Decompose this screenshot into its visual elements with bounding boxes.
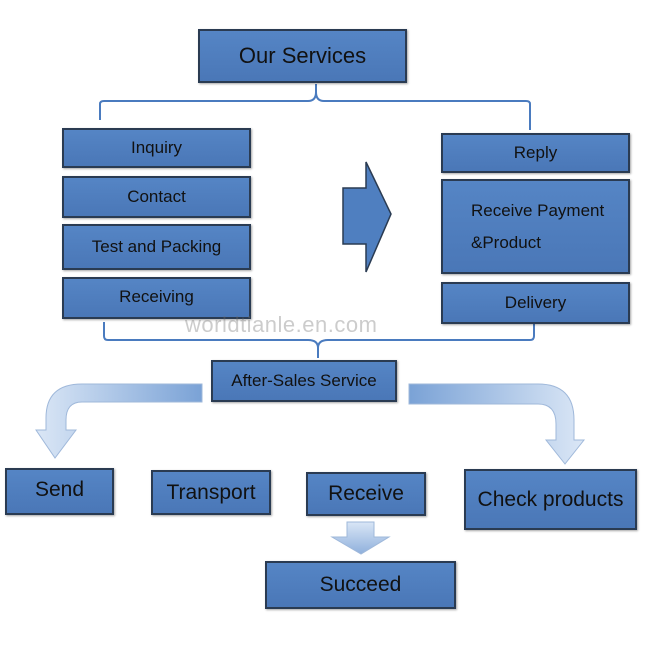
step-contact: Contact — [62, 176, 251, 218]
outcome-send: Send — [5, 468, 114, 515]
step-test-and-packing: Test and Packing — [62, 224, 251, 270]
outcome-check-products: Check products — [464, 469, 637, 530]
step-delivery: Delivery — [441, 282, 630, 324]
succeed-box: Succeed — [265, 561, 456, 609]
bottom-brace — [103, 322, 535, 358]
step-receive-payment: Receive Payment &Product — [441, 179, 630, 274]
outcome-transport: Transport — [151, 470, 271, 515]
payment-line-2: &Product — [471, 232, 541, 252]
outcome-receive: Receive — [306, 472, 426, 516]
watermark: worldtianle.en.com — [185, 312, 378, 337]
payment-line-1: Receive Payment — [471, 200, 605, 220]
step-receiving: Receiving — [62, 277, 251, 319]
step-reply: Reply — [441, 133, 630, 173]
after-sales-service-box: After-Sales Service — [211, 360, 397, 402]
right-curved-arrow — [408, 383, 586, 465]
top-brace — [99, 84, 531, 130]
right-block-arrow — [342, 161, 392, 273]
step-inquiry: Inquiry — [62, 128, 251, 168]
left-curved-arrow — [35, 383, 203, 459]
our-services-box: Our Services — [198, 29, 407, 83]
down-arrow — [330, 521, 391, 555]
